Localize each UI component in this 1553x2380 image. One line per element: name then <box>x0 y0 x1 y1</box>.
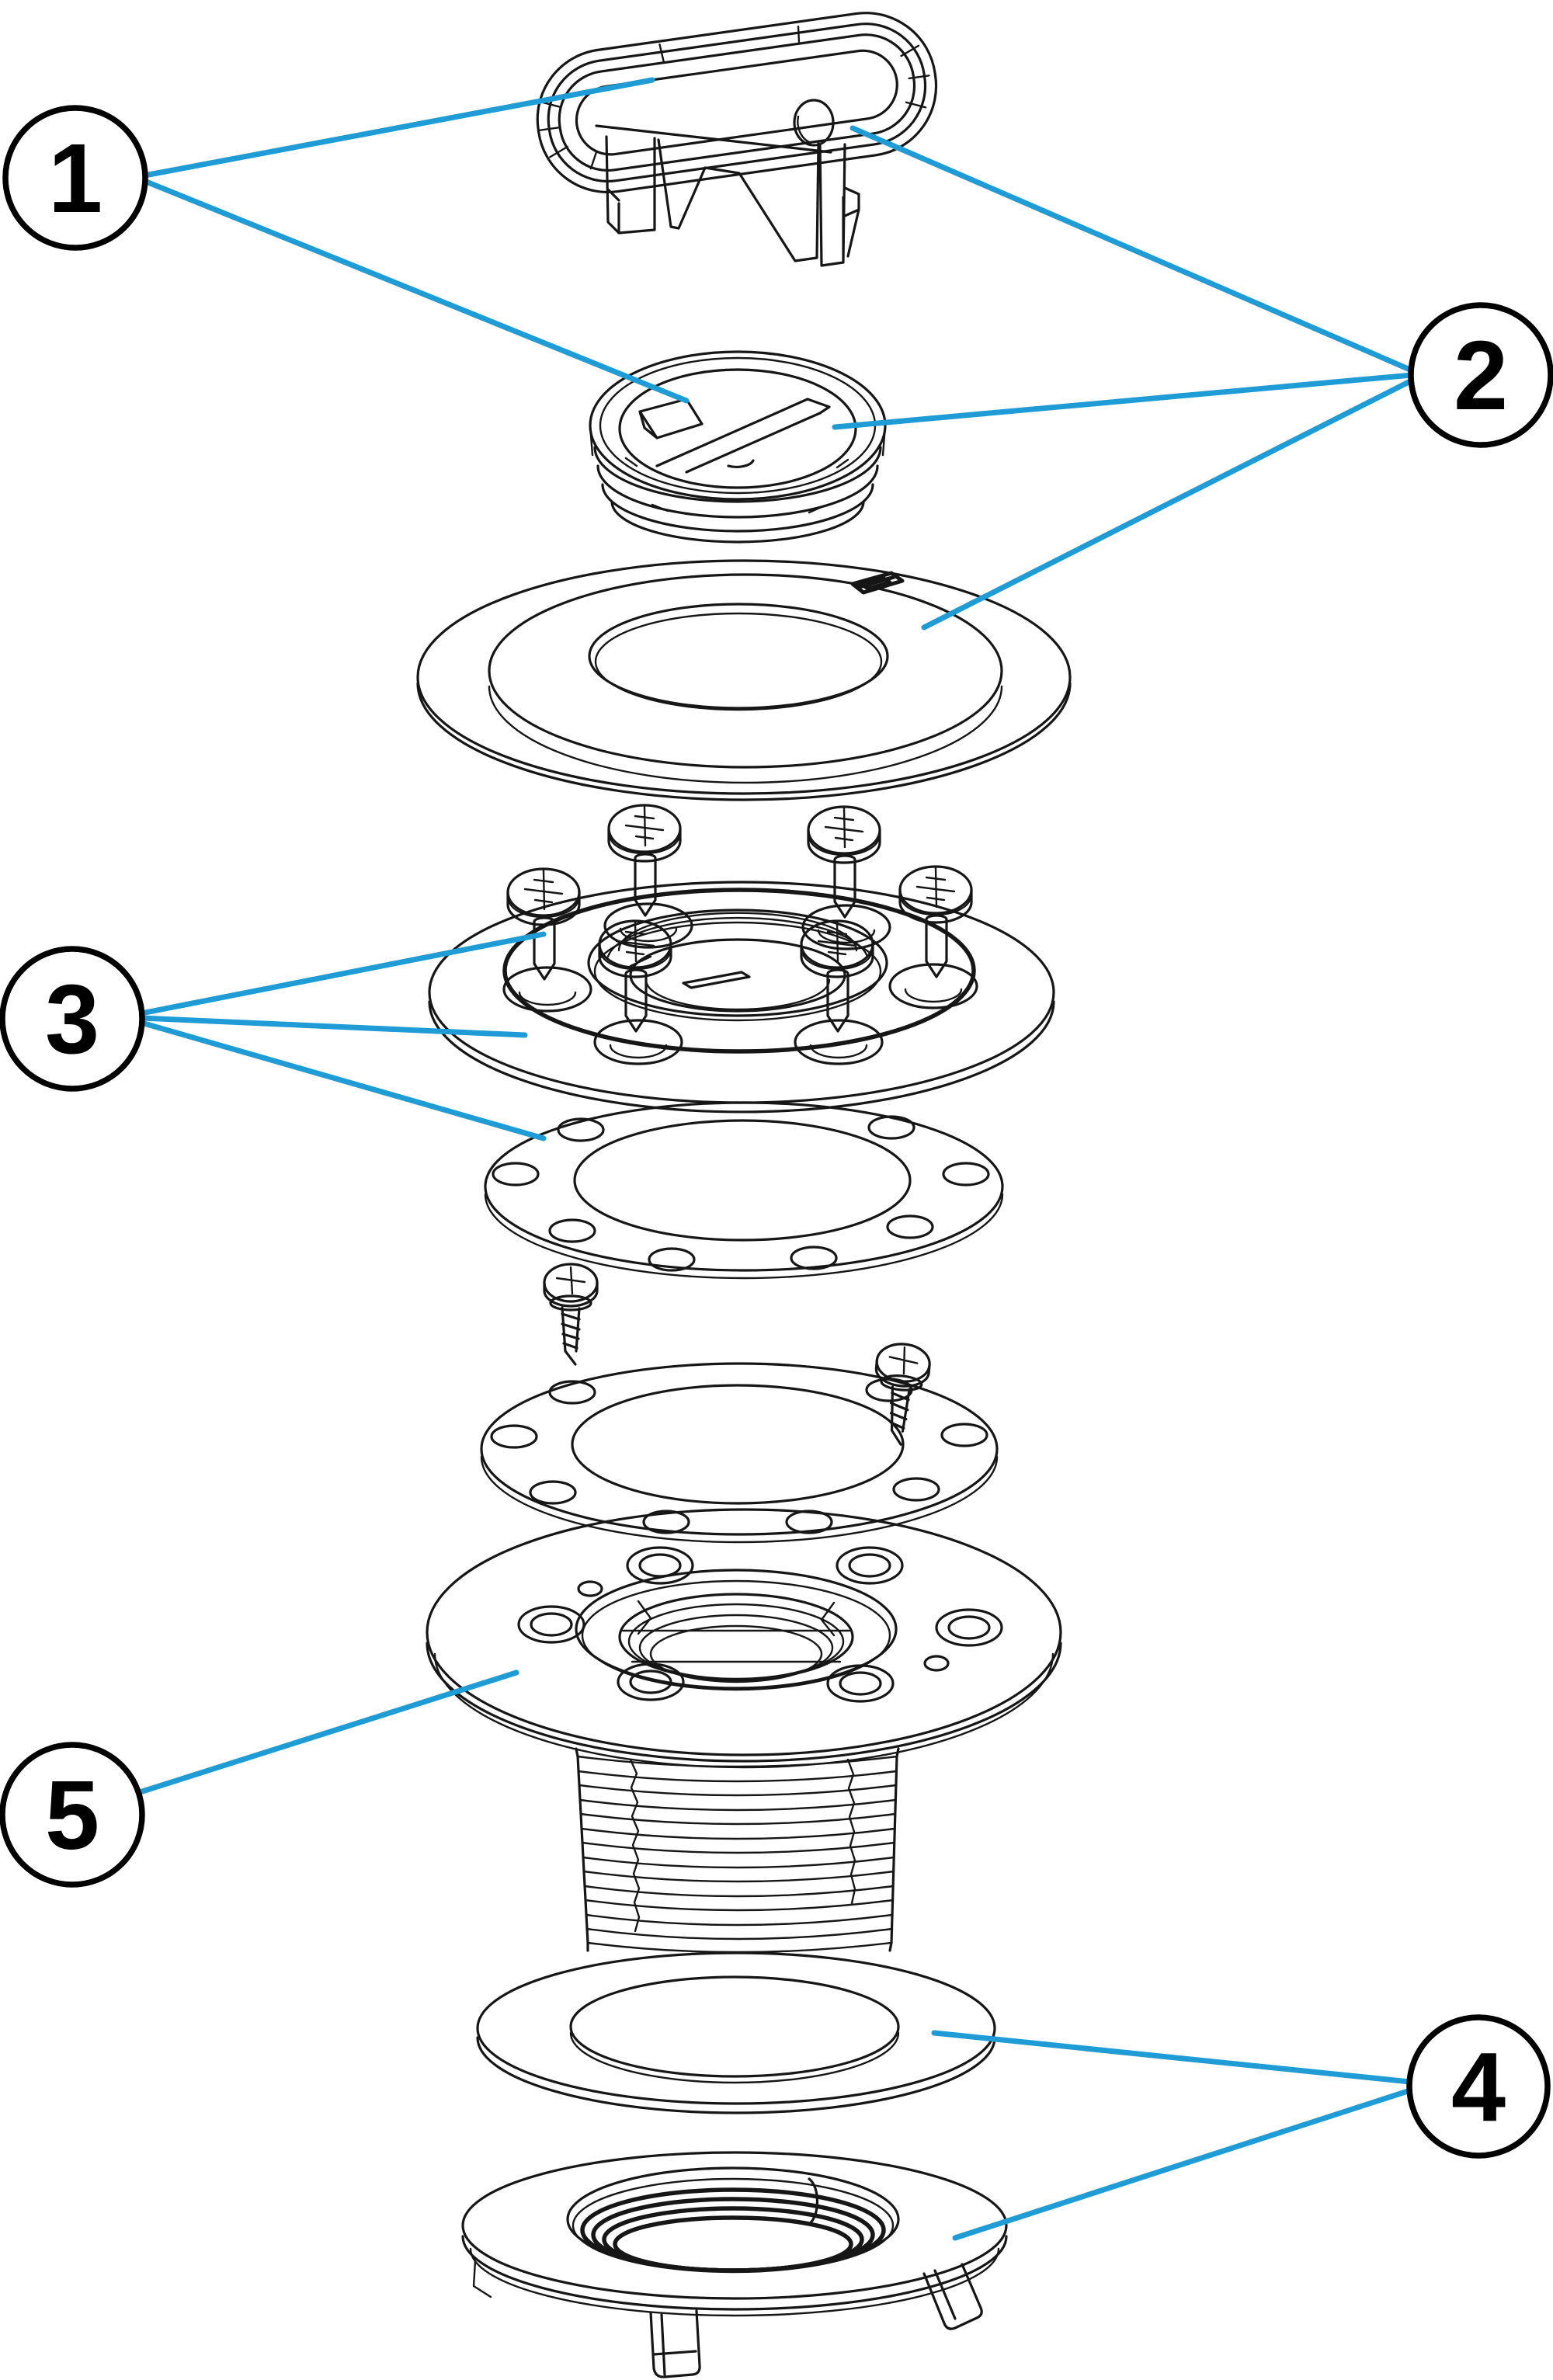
collar-steps <box>606 912 869 958</box>
leader-line <box>952 2087 1413 2241</box>
machine-screw <box>800 919 874 1033</box>
callout-number: 3 <box>45 964 99 1074</box>
callout-number: 4 <box>1451 2032 1506 2142</box>
machine-screw <box>607 804 682 917</box>
leader-line <box>931 2030 1413 2085</box>
nut-side-wall <box>461 2235 1008 2311</box>
handle-right-leg <box>818 143 846 267</box>
cap-thread-rings <box>593 446 882 544</box>
leader-line <box>134 1669 519 1796</box>
body-collar <box>575 1569 898 1690</box>
callout-4: 4 <box>1406 2014 1551 2159</box>
handle-center-legs <box>657 138 820 262</box>
nut-lug-right <box>922 2263 983 2330</box>
part-threaded-cap <box>589 350 887 544</box>
callout-number: 5 <box>45 1760 99 1870</box>
cap-square-socket <box>638 398 704 440</box>
ring-groove <box>502 888 976 1054</box>
leader-line <box>138 931 547 1016</box>
machine-screw <box>898 865 973 978</box>
rim-segment-ticks <box>539 25 930 170</box>
callout-5: 5 <box>0 1742 145 1888</box>
handle-rim <box>536 12 938 194</box>
tube-threads <box>576 1755 898 1954</box>
callout-number: 2 <box>1454 321 1508 430</box>
handle-plate-edge <box>595 124 832 154</box>
lid-center-hole <box>588 603 889 710</box>
handle-right-leg-side <box>843 186 860 258</box>
part-fixing-ring <box>428 804 1055 1114</box>
leader-line <box>141 77 655 179</box>
callout-circle <box>1408 302 1553 448</box>
callout-circle <box>1406 2014 1551 2159</box>
leader-line <box>921 377 1415 631</box>
part-sealing-washer <box>476 1951 996 2114</box>
part-gasket-upper <box>484 1101 1004 1280</box>
callout-number: 1 <box>48 123 102 233</box>
brand-logo <box>850 571 905 595</box>
nut-inner-threads <box>580 2177 886 2273</box>
leader-line <box>138 1020 547 1141</box>
tapping-screw <box>543 1263 599 1366</box>
callout-circle <box>0 1742 145 1888</box>
part-handle-key <box>536 12 938 267</box>
gasket-holes <box>492 1115 990 1272</box>
body-flange-wall <box>426 1642 1062 1763</box>
lid-tier-arc <box>488 685 1003 784</box>
handle-hole-shadow <box>797 115 812 144</box>
part-gasket-lower <box>480 1362 999 1544</box>
body-inner-threads <box>618 1593 854 1683</box>
cap-thread-breaks <box>589 424 887 514</box>
callout-circle <box>2 105 148 251</box>
tapping-screw <box>868 1340 933 1448</box>
cap-diagonal-bar <box>655 398 831 474</box>
machine-screw <box>506 867 581 981</box>
ring-collar <box>587 909 888 1017</box>
washer-side-wall <box>476 2036 996 2114</box>
leader-line <box>141 178 690 404</box>
thread-start-seam <box>808 2177 818 2225</box>
tube-thread-seams <box>629 1758 856 1933</box>
callout-circle <box>0 946 145 1092</box>
handle-hole <box>793 99 835 147</box>
leader-line <box>138 1015 528 1038</box>
callout-3: 3 <box>0 946 145 1092</box>
part-cover-lid <box>416 559 1072 801</box>
screw-recesses <box>502 902 978 1065</box>
lid-side-wall <box>416 682 1072 801</box>
body-threaded-tube <box>575 1747 900 1954</box>
ring-tab <box>682 971 751 989</box>
ring-side-wall <box>428 1000 1055 1114</box>
ring-opening <box>629 938 846 1013</box>
handle-left-leg <box>605 135 656 235</box>
leader-line <box>832 372 1415 430</box>
nut-lug-center <box>649 2309 701 2378</box>
callout-1: 1 <box>2 105 148 251</box>
nut-lug-left <box>472 2260 492 2298</box>
part-lock-nut <box>461 2151 1008 2378</box>
callout-2: 2 <box>1408 302 1553 448</box>
leader-line <box>849 125 1415 374</box>
washer-hole <box>569 1975 900 2078</box>
part-main-body <box>426 1508 1062 1954</box>
leader-lines <box>134 77 1415 2241</box>
